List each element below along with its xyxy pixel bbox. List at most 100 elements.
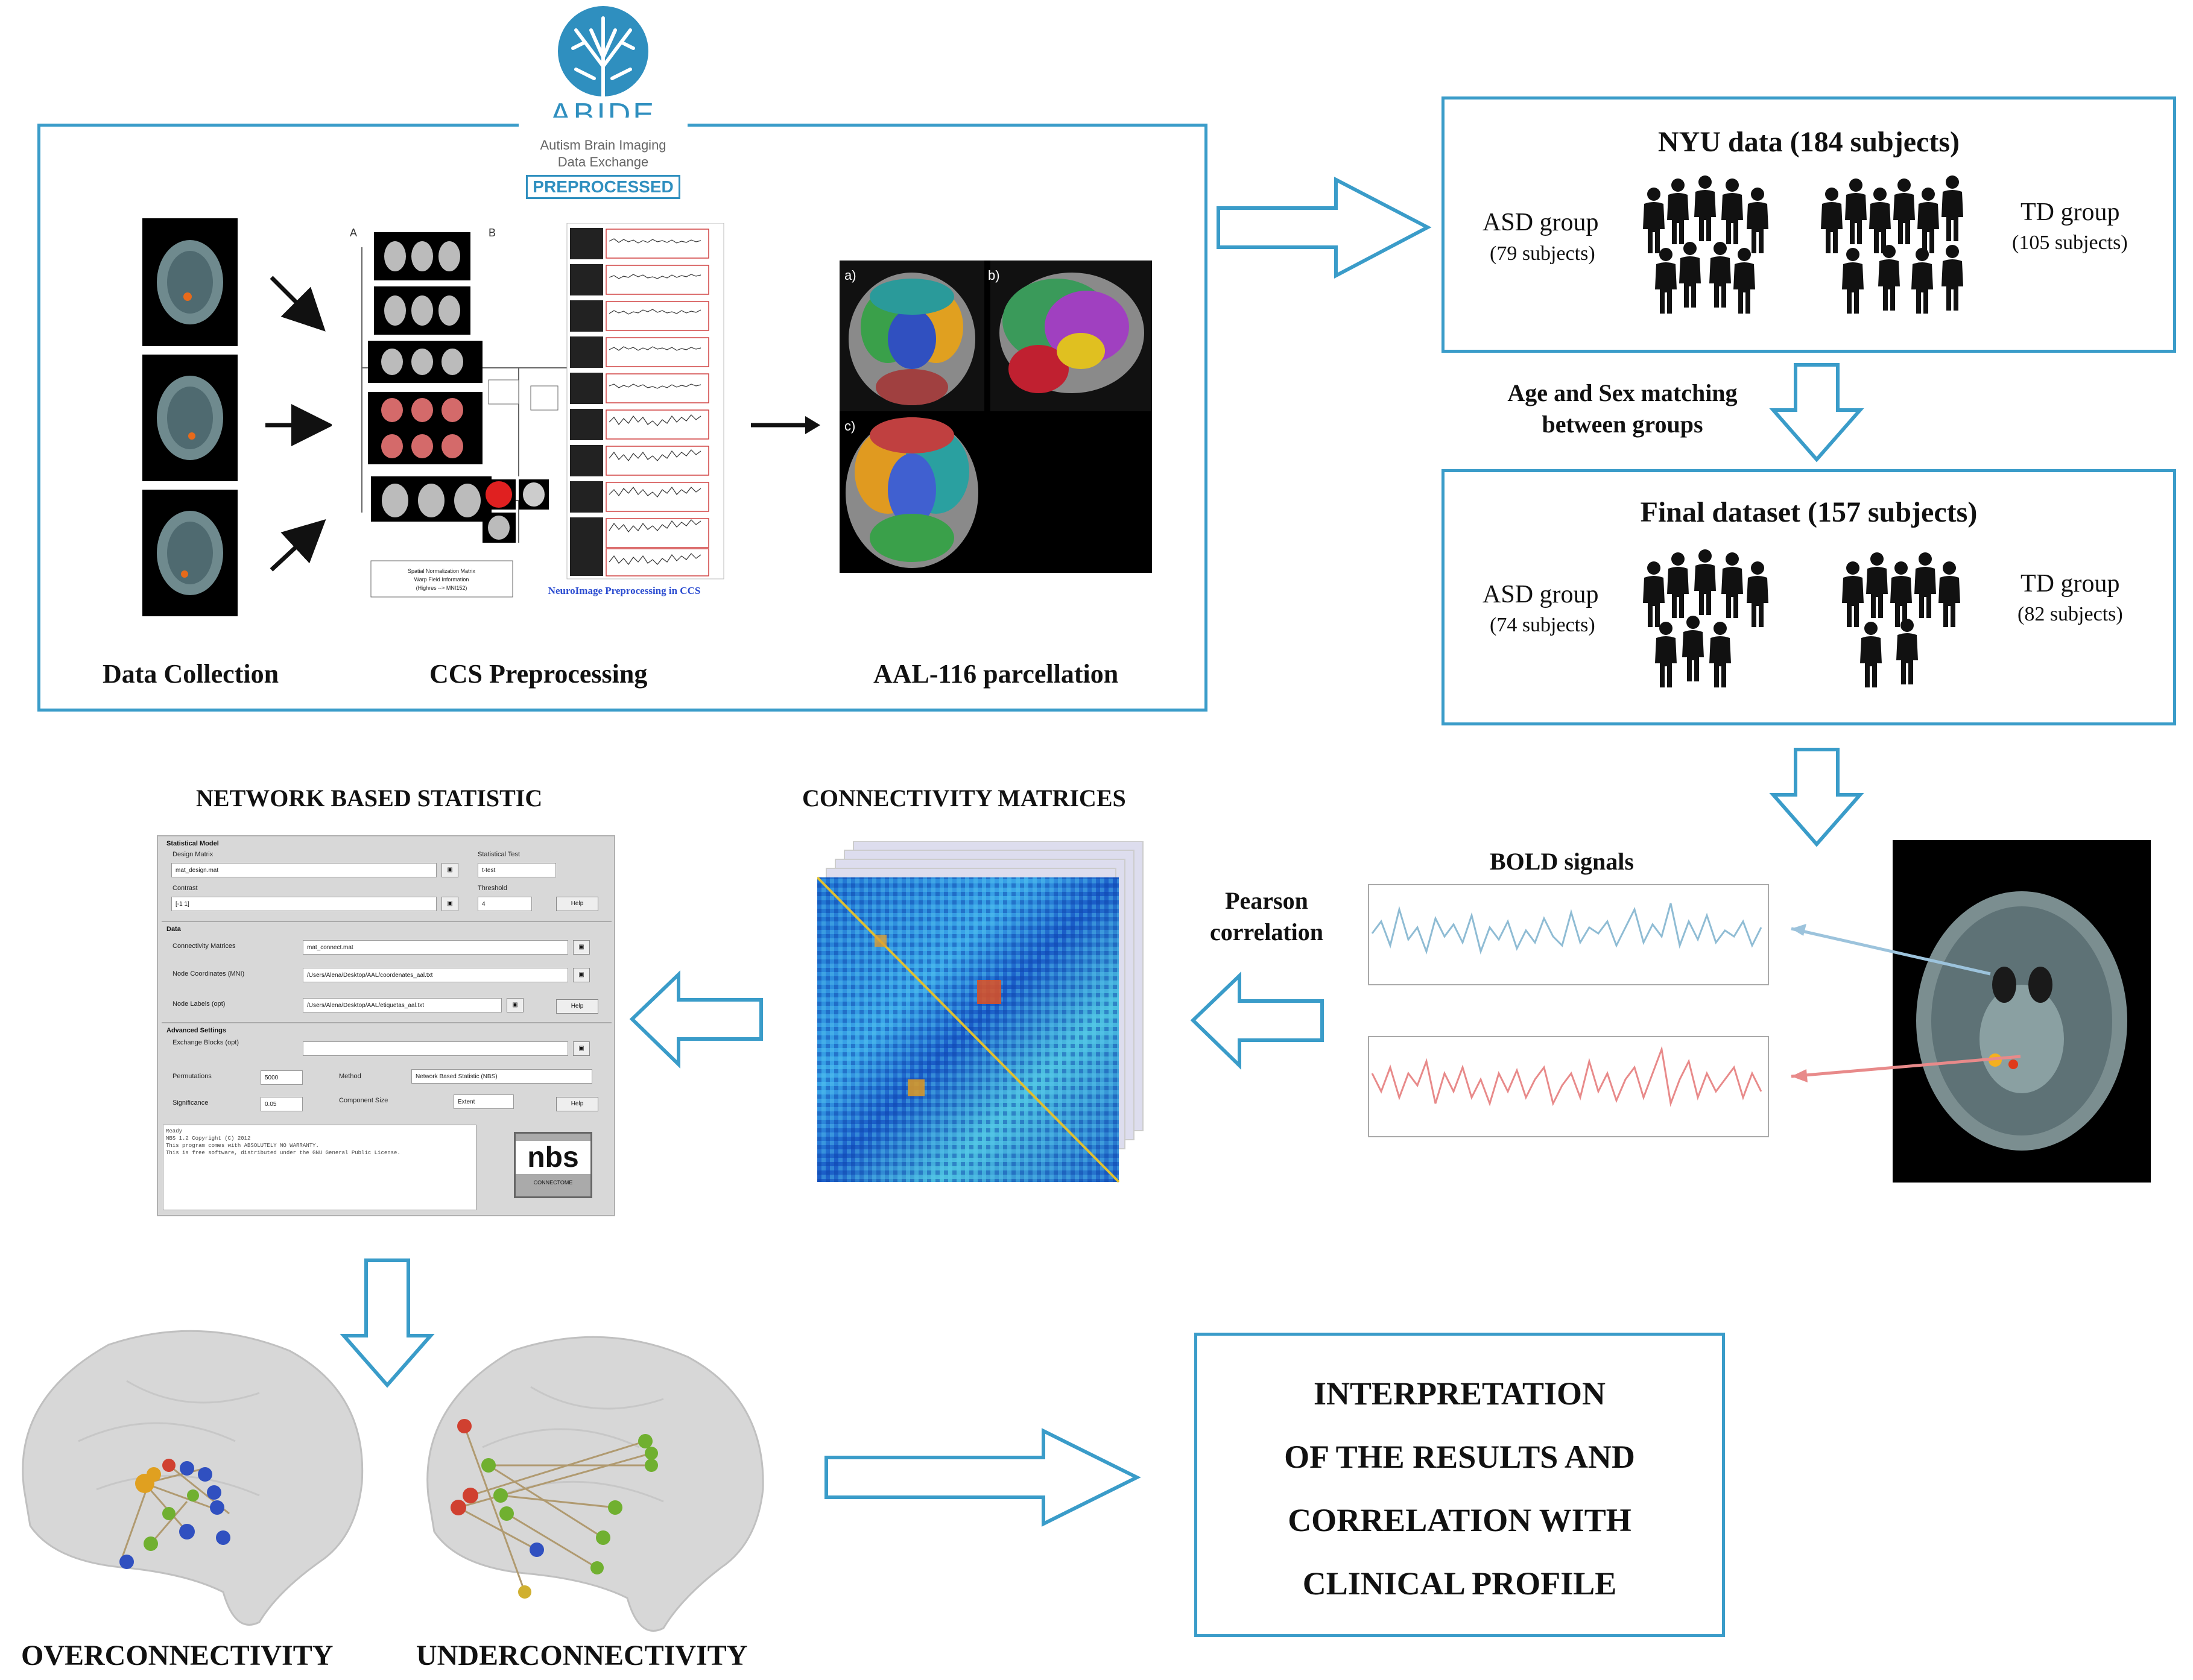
nbs-design-matrix-label: Design Matrix [172,851,214,858]
nbs-contrast-browse[interactable]: ▣ [441,897,458,911]
tree-icon [558,6,648,96]
brain-slice-3 [142,490,238,616]
nbs-log-line-4: This is free software, distributed under… [166,1150,400,1156]
hollow-arrow-down-icon-1 [1769,363,1864,463]
nbs-conn-browse[interactable]: ▣ [573,940,590,955]
nbs-node-coords-field[interactable]: /Users/Alena/Desktop/AAL/coordenates_aal… [303,968,568,982]
nbs-conn-matrices-field[interactable]: mat_connect.mat [303,940,568,955]
nbs-design-matrix-browse[interactable]: ▣ [441,863,458,877]
nbs-permutations-field[interactable]: 5000 [261,1070,303,1085]
pointer-arrows-icon [1791,924,2021,1082]
final-asd-count: (74 subjects) [1490,614,1595,636]
nbs-help-button-2[interactable]: Help [556,999,598,1014]
nbs-method-label: Method [339,1073,361,1080]
hollow-arrow-down-icon-3 [340,1258,435,1388]
ccs-box-line-2: Warp Field Information [414,576,469,583]
nyu-asd-count: (79 subjects) [1490,242,1595,265]
logo-gap [519,118,688,130]
nbs-title: NETWORK BASED STATISTIC [196,785,543,812]
nbs-node-labels-field[interactable]: /Users/Alena/Desktop/AAL/etiquetas_aal.t… [303,998,502,1012]
nbs-permutations-label: Permutations [172,1073,212,1080]
brain-underconnectivity [416,1315,778,1634]
brain-slice-2 [142,355,238,481]
nbs-design-matrix-field[interactable]: mat_design.mat [171,863,437,877]
nbs-log-area: Ready NBS 1.2 Copyright (C) 2012 This pr… [163,1125,476,1210]
interpretation-line-4: CLINICAL PROFILE [1302,1565,1617,1602]
nbs-component-select[interactable]: Extent [454,1094,514,1109]
arrow-icons-collection [265,276,332,572]
ccs-box-line-3: (Highres --> MNI152) [416,585,467,591]
nbs-log-line-1: Ready [166,1128,183,1134]
connectivity-title: CONNECTIVITY MATRICES [802,785,1126,812]
interpretation-line-3: CORRELATION WITH [1288,1502,1631,1538]
nyu-asd-label: ASD group [1483,209,1599,236]
abide-subtitle-2: Data Exchange [557,154,649,169]
nyu-asd-people-icon [1643,175,1768,314]
nbs-exchange-label: Exchange Blocks (opt) [172,1039,239,1046]
nbs-statistical-test-label: Statistical Test [478,851,521,858]
nbs-help-button-3[interactable]: Help [556,1097,598,1111]
nbs-node-labels-label: Node Labels (opt) [172,1000,226,1008]
bold-signals-label: BOLD signals [1490,848,1634,875]
aal-panel-label-a: a) [844,268,856,283]
nbs-contrast-label: Contrast [172,885,198,892]
nbs-labels-browse[interactable]: ▣ [507,998,524,1012]
nbs-help-button-1[interactable]: Help [556,897,598,911]
final-td-count: (82 subjects) [2017,603,2123,625]
brain-overconnectivity [6,1309,380,1634]
abide-subtitle-1: Autism Brain Imaging [540,137,666,153]
nbs-data-heading: Data [166,926,181,933]
ccs-box-line-1: Spatial Normalization Matrix [408,568,476,574]
ccs-caption: NeuroImage Preprocessing in CCS [548,585,701,596]
underconnectivity-label: UNDERCONNECTIVITY [416,1640,748,1672]
nbs-conn-matrices-label: Connectivity Matrices [172,943,236,950]
nbs-statistical-model-heading: Statistical Model [166,840,219,847]
final-asd-label: ASD group [1483,581,1599,608]
nbs-log-line-2: NBS 1.2 Copyright (C) 2012 [166,1135,251,1142]
nbs-method-select[interactable]: Network Based Statistic (NBS) [411,1069,592,1084]
nyu-td-label: TD group [2021,198,2120,226]
aal-parcellation-label: AAL-116 parcellation [873,659,1119,689]
final-td-people-icon [1842,552,1960,687]
interpretation-box [1194,1333,1725,1637]
final-title: Final dataset (157 subjects) [1640,496,1978,528]
nbs-panel: Statistical Model Design Matrix mat_desi… [157,835,615,1216]
bold-signal-red [1368,1036,1769,1137]
hollow-arrow-left-icon-1 [1190,971,1324,1070]
nbs-contrast-field[interactable]: [-1 1] [171,897,437,911]
svg-text:A: A [350,227,357,239]
nbs-significance-field[interactable]: 0.05 [261,1097,303,1111]
nbs-coords-browse[interactable]: ▣ [573,968,590,982]
nbs-statistical-test-select[interactable]: t-test [478,863,556,877]
pearson-line-2: correlation [1209,918,1324,946]
bold-signal-blue [1368,884,1769,985]
aal-image: a) b) c) [840,261,1152,573]
nyu-td-count: (105 subjects) [2012,232,2128,254]
data-collection-label: Data Collection [103,659,279,689]
svg-text:B: B [489,227,496,239]
nbs-log-line-3: This program comes with ABSOLUTELY NO WA… [166,1143,319,1149]
nyu-td-people-icon [1821,175,1963,314]
aal-panel-label-c: c) [844,418,856,434]
pearson-line-1: Pearson [1225,887,1308,914]
nbs-divider-2 [162,1022,612,1023]
nbs-logo-sub: CONNECTOME [533,1179,573,1186]
nbs-logo: nbs CONNECTOME [514,1132,592,1198]
nbs-exchange-browse[interactable]: ▣ [573,1041,590,1056]
nbs-threshold-field[interactable]: 4 [478,897,532,911]
nbs-threshold-label: Threshold [478,885,507,892]
nbs-logo-text: nbs [516,1141,590,1174]
final-td-label: TD group [2021,570,2120,598]
nyu-title: NYU data (184 subjects) [1658,126,1960,158]
final-box [1441,469,2176,725]
hollow-arrow-right-icon-2 [824,1428,1141,1527]
nyu-box [1441,96,2176,353]
hollow-arrow-right-icon [1217,177,1432,279]
ccs-preprocessing-label: CCS Preprocessing [429,659,648,689]
overconnectivity-label: OVERCONNECTIVITY [21,1640,334,1672]
brain-slice-1 [142,218,238,346]
arrow-icon-to-aal [751,416,820,434]
matching-line-2: between groups [1542,411,1703,438]
hollow-arrow-left-icon-2 [629,970,763,1069]
nbs-exchange-field[interactable] [303,1041,568,1056]
